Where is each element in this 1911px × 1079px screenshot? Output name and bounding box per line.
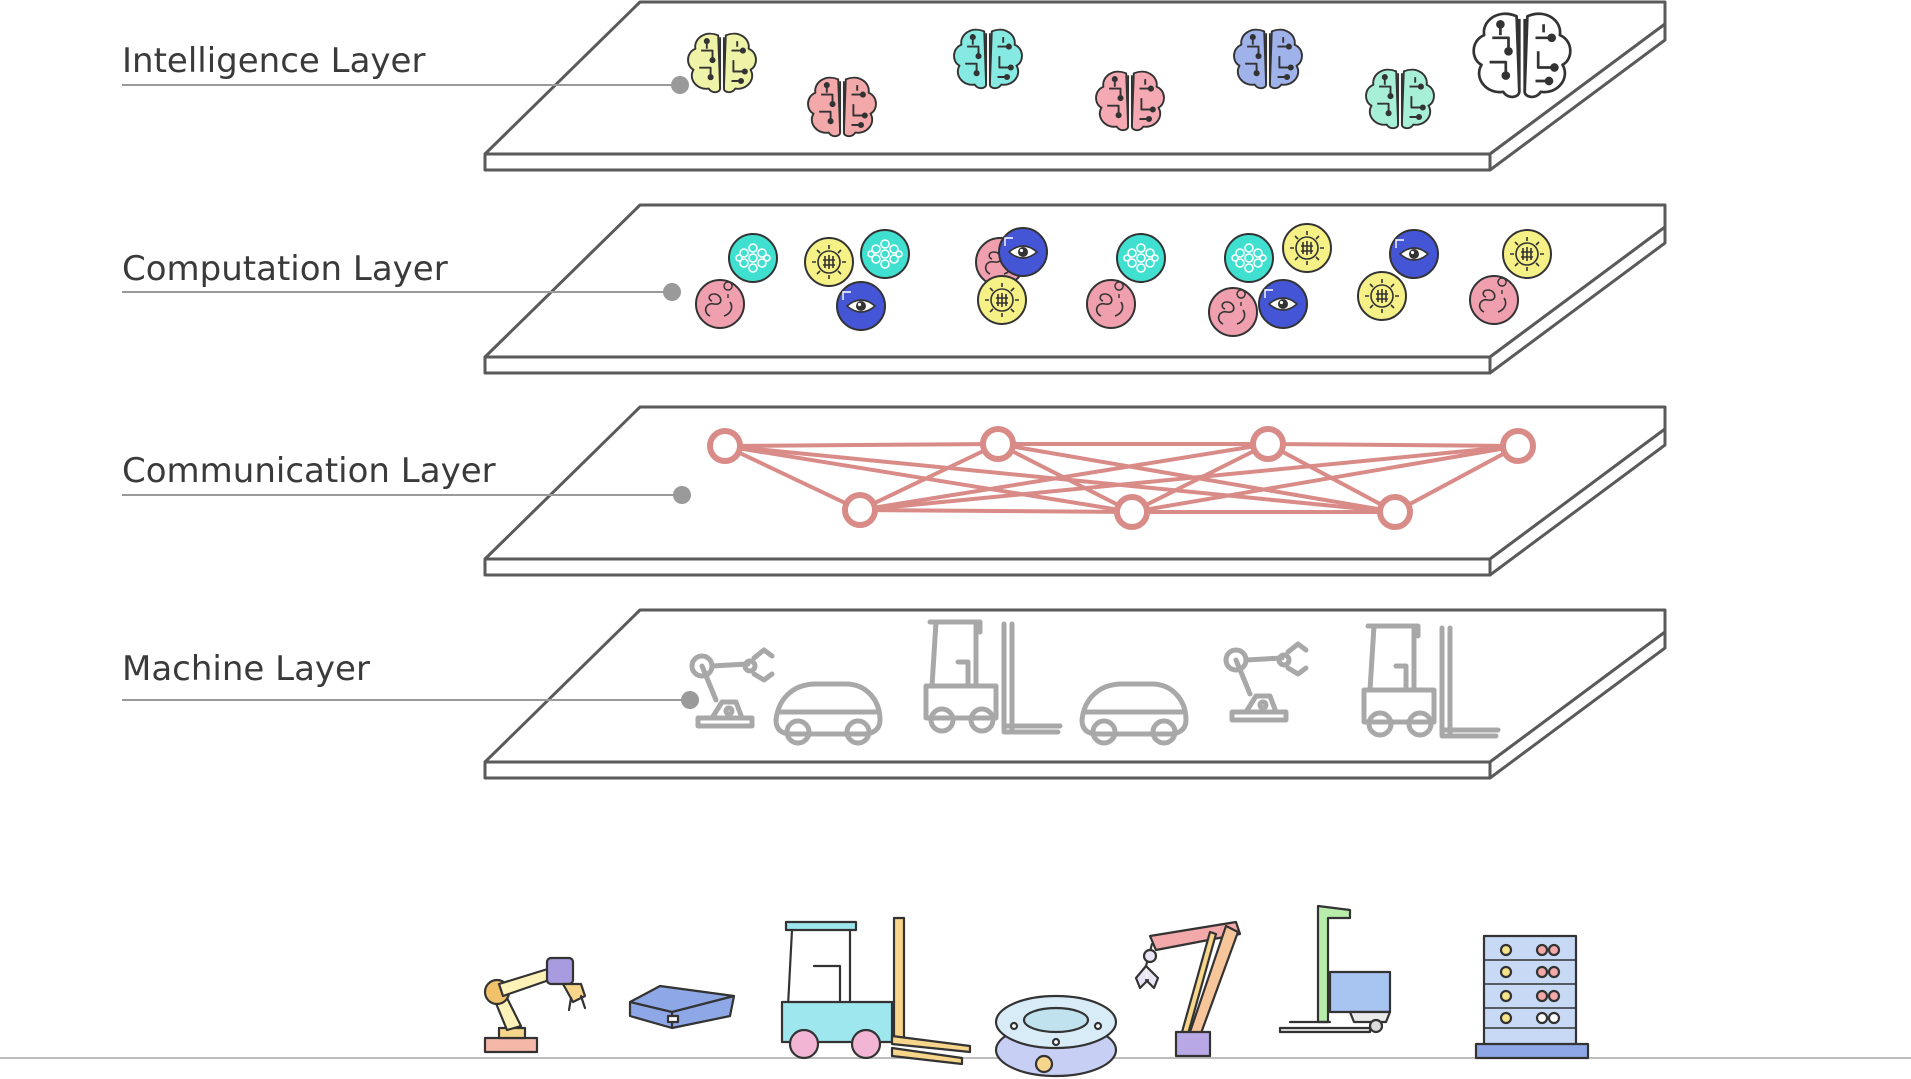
forklift-icon: [780, 916, 972, 1066]
gear-chip-icon: [977, 275, 1027, 325]
eye-icon: [836, 281, 886, 331]
network-node: [707, 428, 743, 464]
network-link: [859, 442, 999, 512]
route-icon: [695, 279, 745, 329]
eye-icon: [1389, 229, 1439, 279]
network-link: [859, 508, 1133, 514]
layer-title-communication: Communication Layer: [122, 451, 496, 491]
neural-net-icon: [860, 229, 910, 279]
gear-chip-icon: [1357, 271, 1407, 321]
layer-label-intelligence: Intelligence Layer: [122, 41, 689, 94]
layer-label-machine: Machine Layer: [122, 649, 699, 709]
eye-icon: [998, 227, 1048, 277]
pallet-stacker-icon: [1278, 904, 1392, 1034]
network-link: [1267, 442, 1519, 448]
network-link: [859, 444, 1519, 512]
plate-machine: [483, 608, 1667, 780]
robot-arm-icon: [483, 956, 587, 1054]
eye-icon: [1258, 279, 1308, 329]
network-node: [980, 426, 1016, 462]
network-link: [724, 442, 999, 448]
leader-dot: [681, 691, 699, 709]
network-node: [1114, 494, 1150, 530]
gear-chip-icon: [1502, 229, 1552, 279]
network-link: [1394, 444, 1519, 514]
layer-title-machine: Machine Layer: [122, 649, 370, 689]
leader-dot: [663, 283, 681, 301]
gripper-arm-icon: [1134, 920, 1242, 1058]
gear-chip-icon: [1282, 223, 1332, 273]
route-icon: [1469, 275, 1519, 325]
plate-computation: [483, 203, 1667, 375]
round-robot-icon: [994, 994, 1118, 1078]
leader-dot: [673, 486, 691, 504]
neural-net-icon: [728, 233, 778, 283]
neural-net-icon: [1116, 233, 1166, 283]
network-link: [1131, 444, 1519, 514]
neural-net-icon: [1224, 233, 1274, 283]
leader-dot: [671, 76, 689, 94]
control-cabinet-icon: [1474, 934, 1590, 1060]
mobile-robot-icon: [628, 984, 736, 1030]
network-node: [842, 492, 878, 528]
network-node: [1500, 428, 1536, 464]
network-link: [724, 444, 861, 512]
network-node: [1250, 426, 1286, 462]
route-icon: [1086, 279, 1136, 329]
network-link: [859, 442, 1269, 512]
layer-label-computation: Computation Layer: [122, 249, 681, 301]
physical-machines: [483, 904, 1590, 1078]
gear-chip-icon: [804, 237, 854, 287]
communication-network: [707, 426, 1536, 530]
network-node: [1377, 494, 1413, 530]
layer-label-communication: Communication Layer: [122, 451, 691, 504]
layer-title-intelligence: Intelligence Layer: [122, 41, 425, 81]
layer-title-computation: Computation Layer: [122, 249, 448, 289]
route-icon: [1208, 287, 1258, 337]
